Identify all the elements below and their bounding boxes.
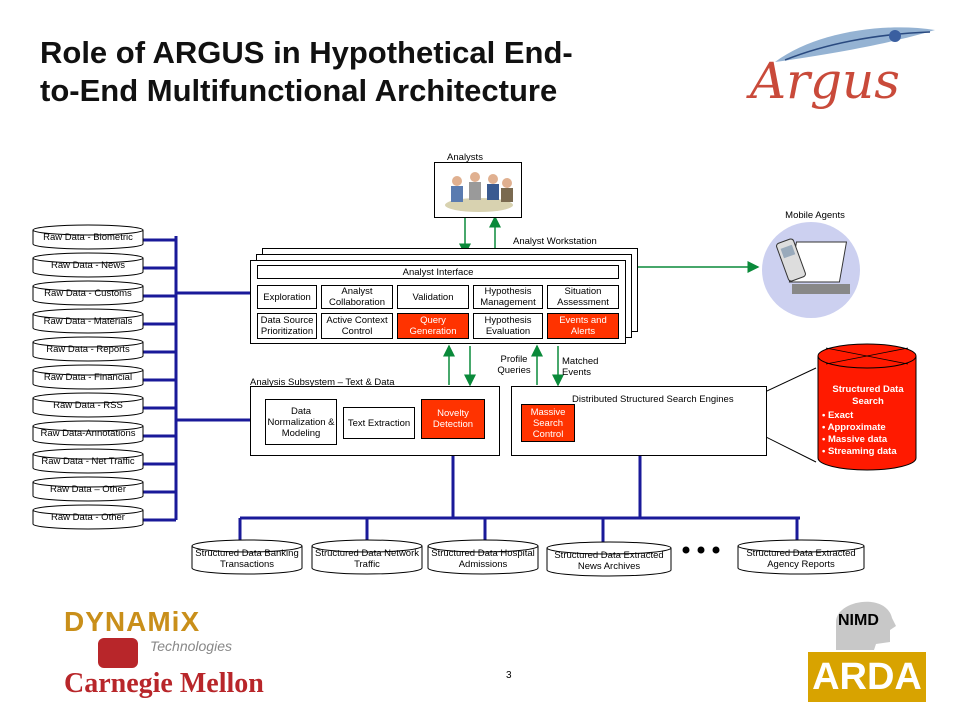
raw-data-item: Raw Data - Biometric — [43, 232, 133, 243]
validation-box: Validation — [397, 285, 469, 309]
raw-data-item: Raw Data – Other — [49, 484, 127, 495]
raw-data-item: Raw Data-Annotations — [40, 428, 136, 439]
data-source-prioritization-box: Data Source Prioritization — [257, 313, 317, 339]
technologies-label: Technologies — [150, 638, 232, 654]
events-alerts-box: Events and Alerts — [547, 313, 619, 339]
analysts-label: Analysts — [447, 152, 483, 163]
query-generation-box: Query Generation — [397, 313, 469, 339]
hypothesis-evaluation-box: Hypothesis Evaluation — [473, 313, 543, 339]
sds-bullet: • Exact — [822, 410, 854, 421]
sds-bullet: • Approximate — [822, 422, 886, 433]
analyst-interface-bar: Analyst Interface — [257, 265, 619, 279]
profile-queries-label: Profile Queries — [497, 354, 531, 376]
collaboration-box: Analyst Collaboration — [321, 285, 393, 309]
novelty-detection-box: Novelty Detection — [421, 399, 485, 439]
mobile-agents-image — [762, 222, 860, 318]
raw-data-item: Raw Data - Reports — [46, 344, 130, 355]
raw-data-item: Raw Data - Customs — [44, 288, 132, 299]
arda-logo: ARDA — [808, 652, 926, 702]
analyst-workstation: Analyst Interface Exploration Analyst Co… — [250, 260, 626, 344]
analyst-workstation-label: Analyst Workstation — [513, 236, 597, 247]
structured-data-source: Structured Data Extracted Agency Reports — [746, 548, 856, 570]
feather-icon — [775, 27, 935, 62]
matched-events-label: Matched Events — [562, 356, 599, 378]
page-number: 3 — [506, 670, 512, 681]
cmu-seal-icon — [98, 638, 138, 668]
analysts-image — [434, 162, 522, 218]
hypothesis-management-box: Hypothesis Management — [473, 285, 543, 309]
argus-logo-text: Argus — [750, 52, 900, 110]
normalization-box: Data Normalization & Modeling — [265, 399, 337, 445]
exploration-box: Exploration — [257, 285, 317, 309]
dynamix-logo: DYNAMiX — [64, 606, 201, 637]
analysis-subsystem: Data Normalization & Modeling Text Extra… — [250, 386, 500, 456]
raw-data-item: Raw Data - Other — [51, 512, 125, 523]
argus-logo: Argus — [745, 22, 945, 122]
sds-bullet: • Streaming data — [822, 446, 897, 457]
massive-search-control-box: Massive Search Control — [521, 404, 575, 442]
nimd-logo: NIMD — [826, 592, 902, 652]
structured-data-source: Structured Data Extracted News Archives — [554, 550, 664, 572]
structured-data-source: Structured Data Network Traffic — [314, 548, 419, 570]
situation-assessment-box: Situation Assessment — [547, 285, 619, 309]
sds-title: Structured Data Search — [832, 384, 904, 407]
structured-data-source: Structured Data Banking Transactions — [195, 548, 299, 570]
phone-laptop-icon — [776, 238, 850, 294]
structured-data-source: Structured Data Hospital Admissions — [431, 548, 535, 570]
slide-title: Role of ARGUS in Hypothetical End- to-En… — [40, 35, 573, 108]
structured-data-search-cylinder — [817, 343, 917, 471]
analysis-subsystem-label: Analysis Subsystem – Text & Data — [250, 377, 395, 388]
sds-bullet: • Massive data — [822, 434, 888, 445]
mobile-agents-label: Mobile Agents — [785, 210, 845, 221]
text-extraction-box: Text Extraction — [343, 407, 415, 439]
raw-data-item: Raw Data - RSS — [53, 400, 123, 411]
active-context-control-box: Active Context Control — [321, 313, 393, 339]
structured-data-search: Structured Data Search • Exact• Approxim… — [822, 384, 914, 458]
dsse-label: Distributed Structured Search Engines — [572, 394, 734, 405]
people-meeting-icon — [445, 172, 513, 212]
raw-data-item: Raw Data - News — [51, 260, 125, 271]
raw-data-item: Raw Data - Materials — [43, 316, 133, 327]
raw-data-item: Raw Data - Financial — [43, 372, 133, 383]
carnegie-mellon-logo: Carnegie Mellon — [64, 668, 264, 699]
raw-data-item: Raw Data - Net Traffic — [41, 456, 135, 467]
head-silhouette-icon — [836, 601, 896, 650]
